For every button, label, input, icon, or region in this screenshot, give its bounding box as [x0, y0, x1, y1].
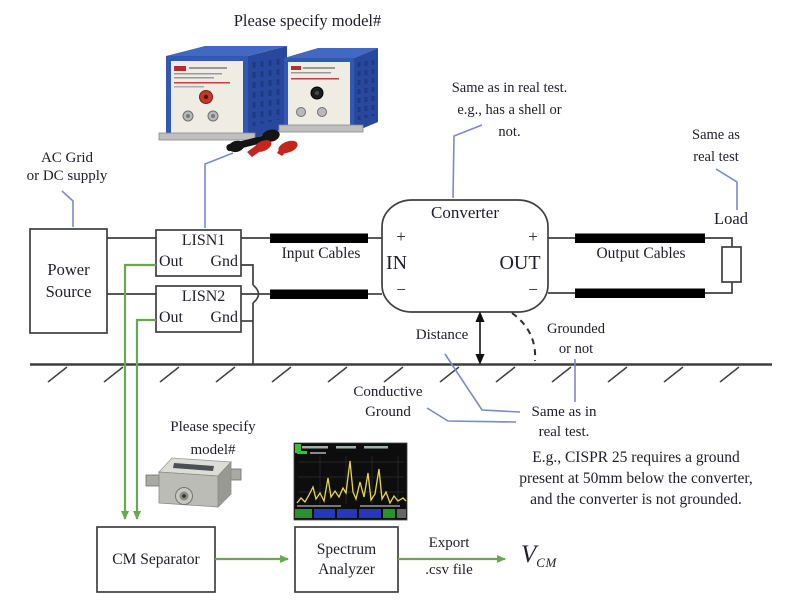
- input-cables-label: Input Cables: [281, 245, 361, 262]
- test-leads-photo: [226, 129, 298, 157]
- converter-out-plus: +: [528, 227, 538, 246]
- converter-title: Converter: [431, 203, 499, 222]
- thick-cables: [270, 233, 705, 299]
- note-ac-grid: AC Grid or DC supply: [26, 150, 108, 184]
- lisn1-gnd-terminal: Gnd: [210, 253, 238, 270]
- converter-in-minus: −: [396, 280, 406, 299]
- note-same-real-right: Same as real test: [692, 127, 740, 165]
- cm-separator-photo: [145, 457, 242, 508]
- note-same-real-mid: Same as in real test.: [531, 404, 597, 441]
- export-label: Export: [428, 535, 470, 551]
- lisn1-terminals: Out Gnd: [159, 253, 238, 271]
- lisn-photo: [158, 46, 378, 141]
- vcm-symbol: V: [521, 541, 537, 568]
- spectrum-analyzer-box: [294, 526, 399, 593]
- lisn2-gnd-terminal: Gnd: [210, 309, 238, 326]
- converter-in-label: IN: [386, 252, 408, 274]
- power-source-box: [29, 228, 108, 334]
- spectrum-analyzer-label: Spectrum Analyzer: [316, 541, 377, 578]
- grounded-dashed-curve: [511, 312, 537, 362]
- note-conductive-ground: Conductive Ground: [353, 384, 423, 421]
- spectrum-analyzer-screenshot: [293, 442, 408, 521]
- note-grounded-or-not: Grounded or not: [547, 321, 605, 357]
- distance-label: Distance: [415, 327, 469, 343]
- lisn2-box: [155, 285, 242, 333]
- callout-lines: [61, 124, 738, 423]
- converter-in-plus: +: [396, 227, 406, 246]
- circuit-wires: [107, 237, 733, 364]
- lisn2-out-terminal: Out: [159, 309, 183, 326]
- note-specify-model-top: Please specify model#: [233, 11, 382, 30]
- lisn1-box: [155, 229, 242, 277]
- cm-signal-path: [121, 263, 506, 563]
- vcm-subscript: CM: [536, 555, 557, 570]
- distance-arrow: [475, 311, 485, 365]
- note-cispr: E.g., CISPR 25 requires a ground present…: [519, 449, 753, 508]
- load-label: Load: [714, 209, 748, 228]
- output-cables-label: Output Cables: [596, 245, 686, 262]
- lisn2-terminals: Out Gnd: [159, 309, 238, 327]
- conductive-ground-plane: [30, 363, 772, 383]
- note-specify-model-bottom: Please specify model#: [170, 419, 256, 458]
- vcm-result: VCM: [521, 541, 557, 571]
- csv-file-label: .csv file: [425, 562, 473, 578]
- converter-out-minus: −: [528, 280, 538, 299]
- converter-box: [381, 199, 549, 313]
- component-boxes: [29, 199, 742, 593]
- power-source-label: Power Source: [45, 259, 92, 301]
- note-same-shell: Same as in real test. e.g., has a shell …: [451, 80, 568, 140]
- converter-out-label: OUT: [499, 252, 541, 274]
- lisn2-title: LISN2: [181, 288, 226, 305]
- lisn1-title: LISN1: [181, 232, 226, 249]
- load-resistor: [721, 246, 742, 283]
- lisn1-out-terminal: Out: [159, 253, 183, 270]
- cm-separator-label: CM Separator: [112, 550, 200, 568]
